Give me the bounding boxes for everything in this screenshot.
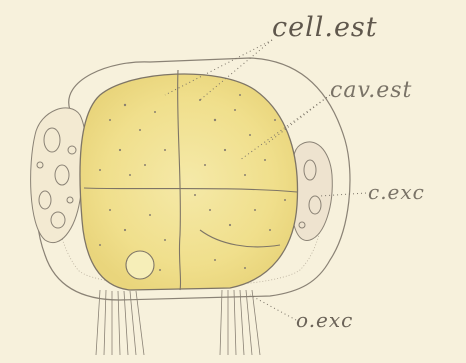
label-cav-est: cav.est bbox=[330, 78, 412, 103]
label-cell-est: cell.est bbox=[272, 12, 378, 43]
label-o-exc: o.exc bbox=[296, 308, 353, 332]
yolk-mass bbox=[80, 74, 298, 290]
label-c-exc: c.exc bbox=[368, 180, 425, 204]
left-excretory-cells bbox=[31, 108, 86, 243]
nucleus bbox=[126, 251, 154, 279]
